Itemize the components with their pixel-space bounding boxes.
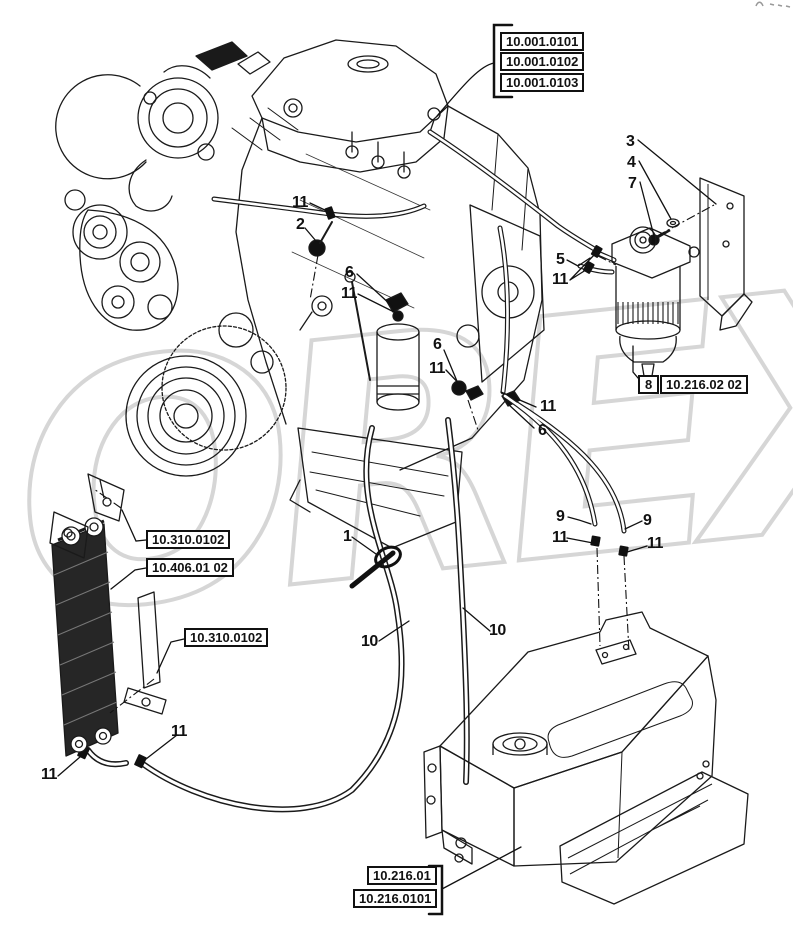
callout-item-1: 1	[343, 528, 352, 545]
ref-box-10-406-01-02[interactable]: 10.406.01 02	[146, 558, 234, 577]
callout-item-11: 11	[341, 285, 357, 302]
ref-box-10-001-0103[interactable]: 10.001.0103	[500, 73, 585, 92]
fuel-filter-drawing	[611, 177, 753, 384]
callout-item-5: 5	[556, 251, 565, 268]
ref-box-10-216-0101[interactable]: 10.216.0101	[353, 889, 438, 908]
fuel-tank-drawing	[423, 611, 749, 905]
ref-box-10-001-0102[interactable]: 10.001.0102	[500, 52, 585, 71]
callout-item-11: 11	[540, 398, 556, 415]
callout-item-3: 3	[626, 133, 635, 150]
ref-box-item-8[interactable]: 8	[638, 375, 660, 394]
callout-item-10: 10	[489, 622, 506, 639]
callout-item-11: 11	[429, 360, 445, 377]
callout-item-4: 4	[627, 154, 636, 171]
callout-item-11: 11	[552, 529, 568, 546]
cable-tie	[349, 545, 402, 589]
assembly-axis-lines	[93, 204, 715, 714]
callout-item-6: 6	[538, 422, 547, 439]
ref-box-10-216-02-02[interactable]: 10.216.02 02	[660, 375, 748, 394]
callout-item-11: 11	[171, 723, 187, 740]
callout-item-6: 6	[345, 264, 354, 281]
oil-cooler-drawing	[49, 473, 167, 757]
callout-item-11: 11	[41, 766, 57, 783]
callout-item-9: 9	[556, 508, 565, 525]
ref-box-10-310-0102-a[interactable]: 10.310.0102	[146, 530, 231, 549]
callout-item-11: 11	[647, 535, 663, 552]
callout-item-11: 11	[552, 271, 568, 288]
callout-item-9: 9	[643, 512, 652, 529]
engine-drawing	[55, 39, 545, 549]
ref-box-10-310-0102-b[interactable]: 10.310.0102	[184, 628, 269, 647]
ref-box-10-001-0101[interactable]: 10.001.0101	[500, 32, 585, 51]
callout-item-2: 2	[296, 216, 305, 233]
callout-item-10: 10	[361, 633, 378, 650]
callout-item-11: 11	[292, 194, 308, 211]
corner-mark	[755, 1, 791, 8]
callout-item-6: 6	[433, 336, 442, 353]
ref-box-10-216-01[interactable]: 10.216.01	[367, 866, 437, 885]
leader-lines	[57, 23, 717, 916]
callout-item-7: 7	[628, 175, 637, 192]
